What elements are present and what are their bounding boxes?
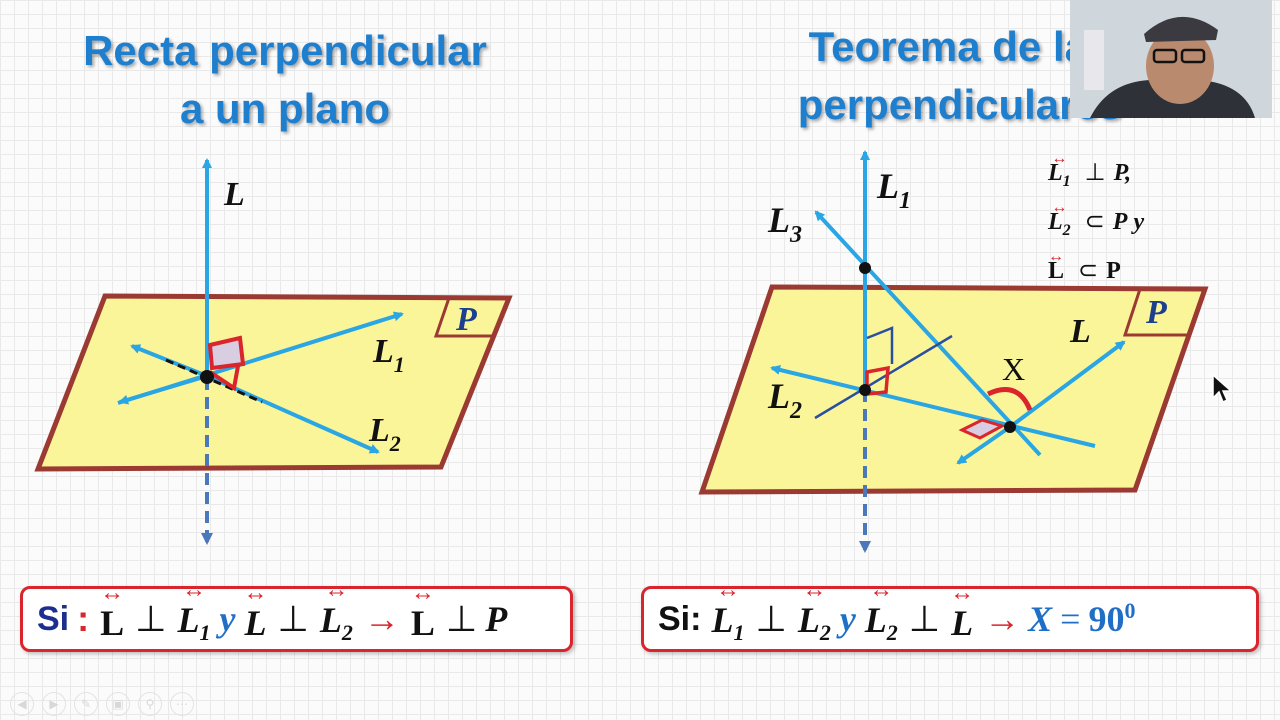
- line-l1-back-left: [118, 374, 208, 405]
- formula-left-box: Si : L ⊥ L1 y L ⊥ L2 → L ⊥ P: [20, 586, 573, 652]
- perp-symbol-1-left: ⊥: [135, 599, 167, 639]
- zoom-icon[interactable]: ⚲: [138, 692, 162, 716]
- value-90: 900: [1088, 598, 1136, 639]
- pen-icon[interactable]: ✎: [74, 692, 98, 716]
- equals-sign-right: =: [1060, 599, 1081, 639]
- premise-3: L ⊂P: [1048, 250, 1208, 290]
- implies-arrow-right: →: [984, 599, 1021, 639]
- si-label-right: Si:: [658, 599, 702, 638]
- x-formula-right: X: [1028, 599, 1053, 639]
- right-angle-mark-x-right: [958, 418, 1006, 440]
- right-title-line2: perpendiculares: [797, 81, 1123, 128]
- line-l-back-right: [956, 425, 1012, 465]
- left-title-line1: Recta perpendicular: [83, 27, 487, 74]
- point-x-right: [1004, 421, 1016, 433]
- more-icon[interactable]: ⋯: [170, 692, 194, 716]
- plane-segment-right: [814, 334, 953, 420]
- plane-p-label-left: P: [455, 301, 477, 338]
- y-conj-right: y: [839, 599, 856, 639]
- line-l2-label-right: L2: [767, 376, 802, 424]
- right-angle-mark-left-2: [208, 365, 240, 392]
- left-diagram: P L L1 L2: [34, 158, 513, 545]
- right-angle-mark-left: [207, 335, 246, 371]
- vec-l1-right: L1: [711, 591, 744, 646]
- line-l3-right: [814, 210, 1042, 457]
- si-label-left: Si: [37, 599, 70, 638]
- vec-l-c-left: L: [411, 594, 435, 644]
- line-l1-label-left: L1: [372, 333, 405, 377]
- angle-x-arc: [986, 387, 1033, 412]
- plane-line-dashed-left: [165, 358, 263, 404]
- premise-1: L1 ⊥P,: [1048, 152, 1208, 201]
- plane-p-formula-left: P: [485, 599, 508, 639]
- line-l3-label-right: L3: [767, 200, 802, 248]
- vec-l-b-left: L: [244, 594, 266, 644]
- line-l2-label-left: L2: [368, 412, 401, 456]
- vec-l1-left: L1: [178, 591, 211, 646]
- webcam-overlay: [1070, 0, 1272, 118]
- premise-1-line: L1: [1048, 152, 1071, 201]
- mouse-cursor-icon: [1212, 374, 1232, 404]
- implies-arrow-left: →: [363, 599, 400, 639]
- vec-l2-right: L2: [798, 591, 831, 646]
- presentation-toolbar: ◀ ▶ ✎ ▣ ⚲ ⋯: [10, 692, 194, 716]
- premise-2: L2 ⊂P y: [1048, 201, 1208, 250]
- line-l-right: [1008, 340, 1126, 429]
- colon-left: :: [77, 598, 90, 639]
- angle-x-label: X: [1002, 351, 1025, 387]
- perp-symbol-2-right: ⊥: [908, 599, 941, 639]
- line-l-label-left: L: [223, 176, 245, 213]
- plane-p-left: [34, 293, 513, 472]
- perp-symbol-2-left: ⊥: [277, 599, 309, 639]
- intersection-point-left: [200, 370, 214, 384]
- point-top-right: [859, 262, 871, 274]
- vec-l-right: L: [951, 594, 973, 644]
- line-l-label-right: L: [1069, 313, 1091, 350]
- vec-l2b-right: L2: [865, 591, 898, 646]
- vec-l2-left: L2: [320, 591, 353, 646]
- right-angle-mark-upper-right: [866, 326, 894, 364]
- back-icon[interactable]: ◀: [10, 692, 34, 716]
- formula-right-box: Si: L1 ⊥ L2 y L2 ⊥ L → X = 900: [641, 586, 1259, 652]
- pages-icon[interactable]: ▣: [106, 692, 130, 716]
- perp-symbol-3-left: ⊥: [445, 599, 478, 639]
- point-mid-right: [859, 384, 871, 396]
- left-title-line2: a un plano: [180, 85, 390, 132]
- vec-l-left: L: [100, 594, 124, 644]
- right-title-line1: Teorema de las: [808, 23, 1112, 70]
- plane-p-label-right: P: [1145, 294, 1167, 331]
- right-title: Teorema de las perpendiculares: [700, 18, 1220, 134]
- line-l2-right: [770, 365, 1096, 448]
- premise-2-line: L2: [1048, 201, 1071, 250]
- line-l1-label-right: L1: [876, 166, 911, 214]
- presenter-icon: [1070, 0, 1272, 118]
- premise-3-line: L: [1048, 250, 1064, 290]
- plane-p-corner-left: [433, 297, 493, 338]
- perp-symbol-1-right: ⊥: [755, 599, 787, 639]
- play-icon[interactable]: ▶: [42, 692, 66, 716]
- right-diagram: P L1 L3 L2 L X: [698, 150, 1209, 553]
- premises-list: L1 ⊥P, L2 ⊂P y L ⊂P: [1048, 152, 1208, 290]
- y-conj-left: y: [219, 599, 236, 639]
- left-title: Recta perpendicular a un plano: [20, 22, 550, 138]
- plane-p-corner-right: [1122, 288, 1190, 337]
